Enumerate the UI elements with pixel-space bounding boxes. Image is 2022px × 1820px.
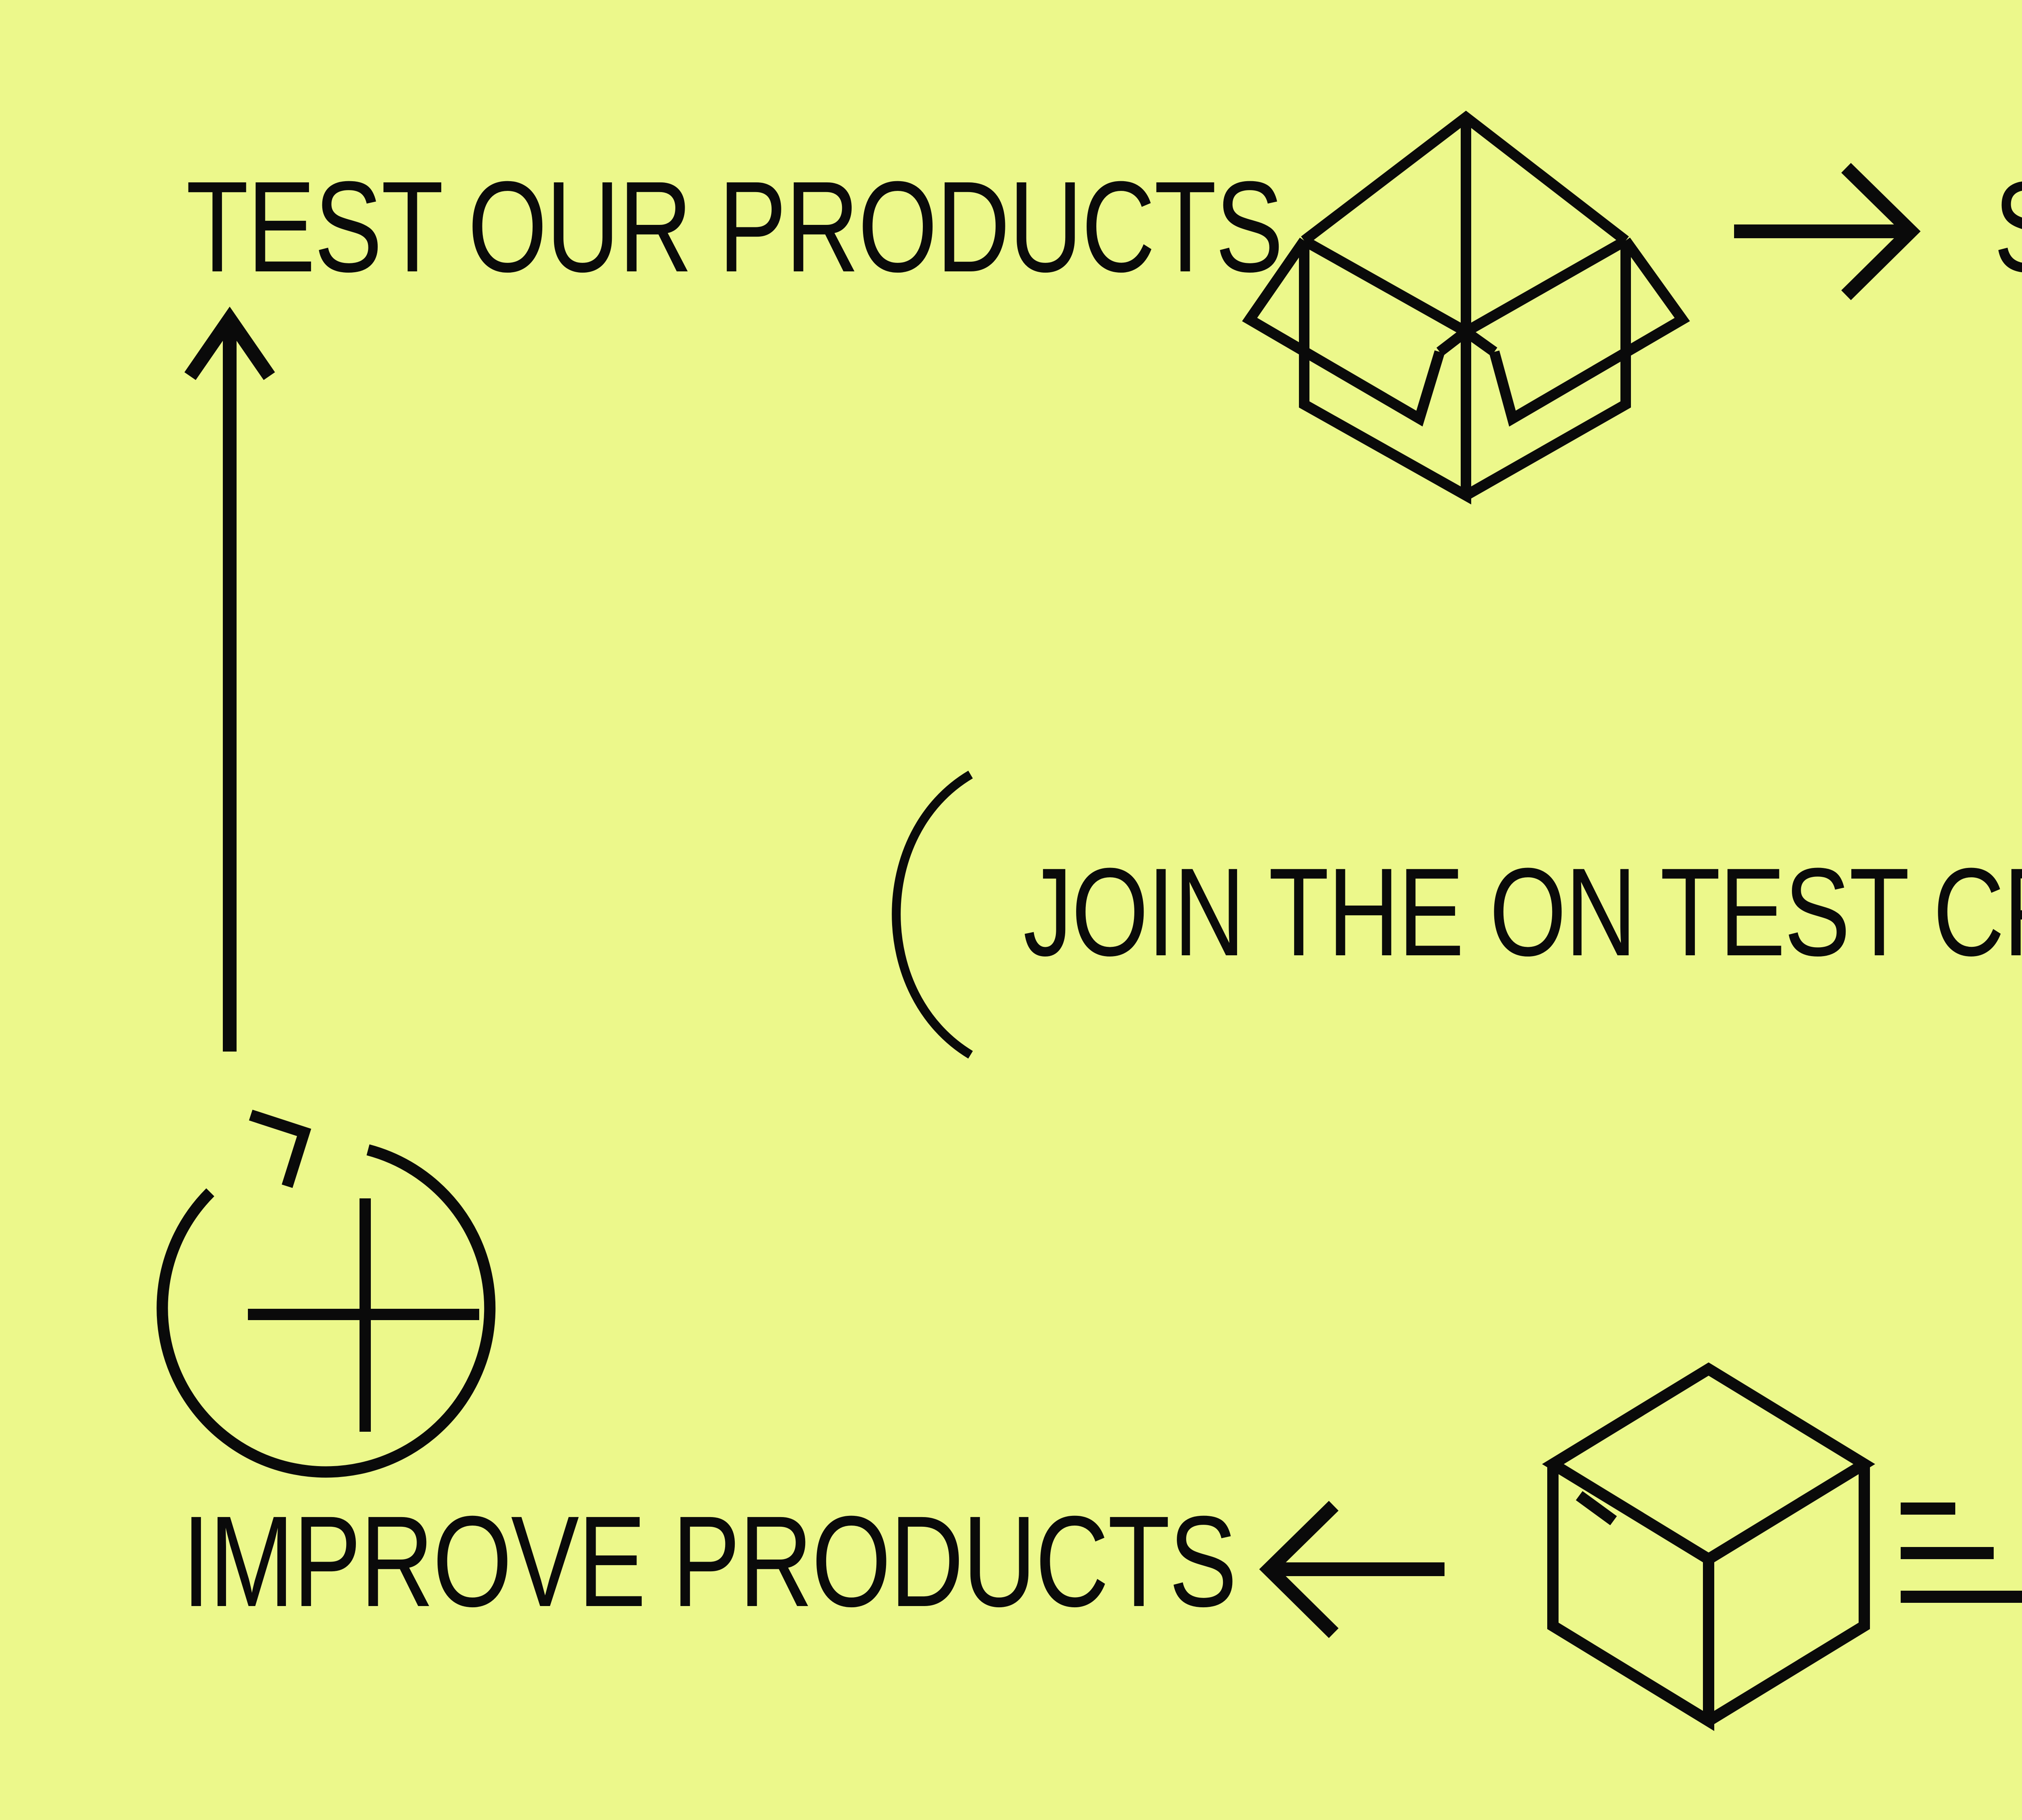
arrow-right-top xyxy=(1734,163,1921,301)
open-box-icon xyxy=(1242,110,1690,505)
motion-lines xyxy=(1901,1503,2022,1603)
refresh-plus-icon xyxy=(157,1109,496,1478)
step-label-improve-products: IMPROVE PRODUCTS xyxy=(182,1489,1237,1634)
step-label-test-our-products: TEST OUR PRODUCTS xyxy=(186,154,1284,299)
arrow-up-left xyxy=(184,307,275,1052)
closed-box-motion-icon xyxy=(1542,1362,2022,1731)
center-headline: JOIN THE ON TEST CREW xyxy=(1023,842,2022,982)
step-label-send-your-feedback: SEND YOUR FEEDBACK xyxy=(1994,162,2022,291)
bracket-left-paren xyxy=(892,770,973,1059)
arrow-left-bottom xyxy=(1259,1500,1445,1638)
